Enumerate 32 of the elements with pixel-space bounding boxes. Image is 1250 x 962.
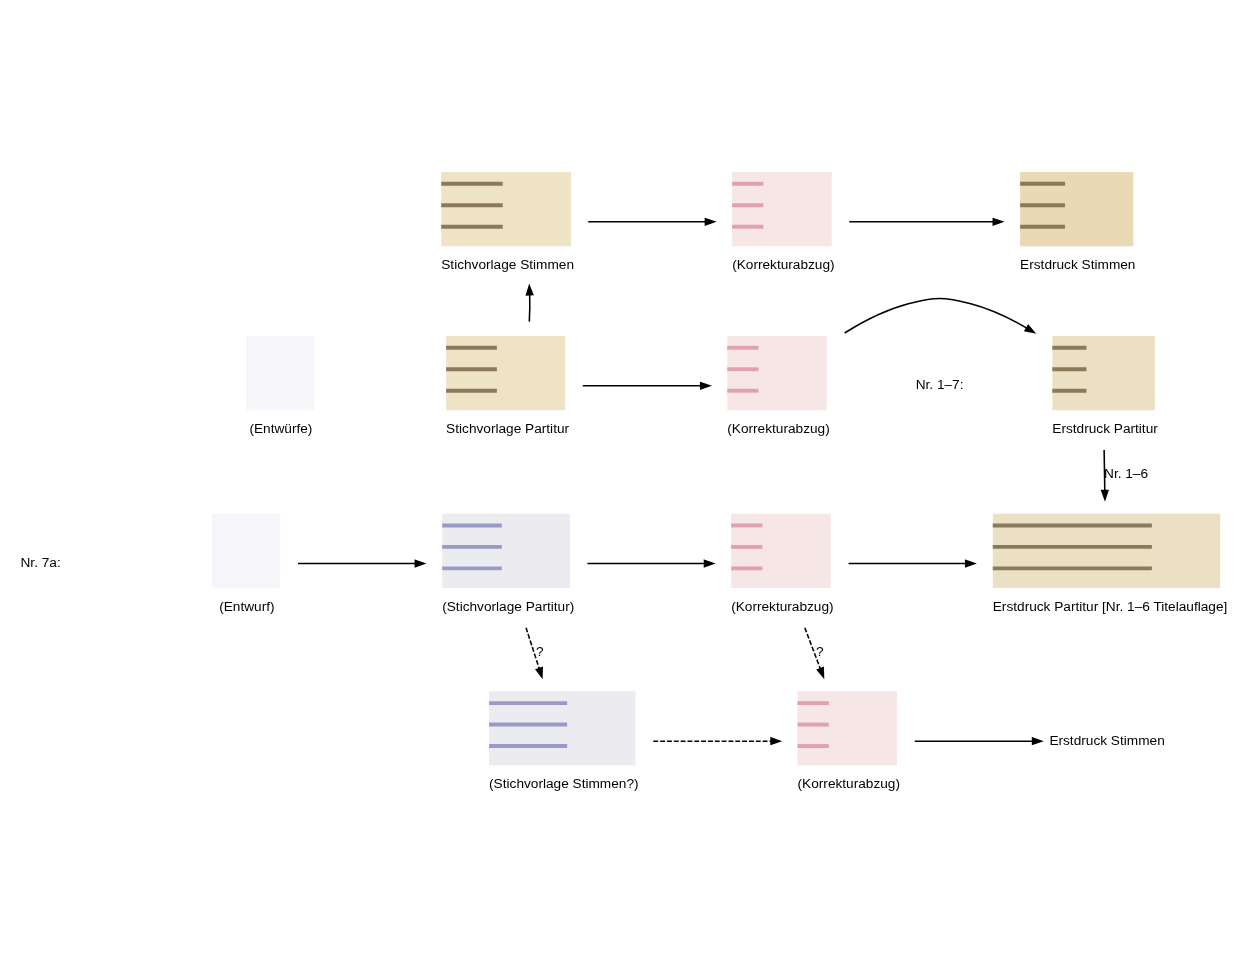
label: Nr. 7a: (20, 554, 61, 570)
node-label: (Korrekturabzug) (727, 420, 830, 436)
node-label: (Korrekturabzug) (731, 598, 834, 614)
node-label: Stichvorlage Stimmen (441, 256, 575, 272)
node-label: (Korrekturabzug) (797, 775, 900, 791)
arrow (914, 736, 1044, 745)
arrow (582, 381, 712, 390)
label: Nr. 1–7: (915, 376, 964, 392)
arrow (1100, 448, 1109, 502)
node-text: Erstdruck Stimmen (1049, 732, 1165, 748)
node-label: (Korrekturabzug) (732, 256, 835, 272)
arrow (587, 217, 717, 226)
arrow (804, 626, 825, 679)
node-label: Erstdruck Partitur [Nr. 1–6 Titelauflage] (992, 598, 1228, 614)
arrow (525, 626, 543, 679)
edge-label: ? (816, 643, 824, 659)
node-label: Erstdruck Partitur (1052, 420, 1158, 436)
arrow (848, 217, 1005, 226)
arrow (652, 736, 783, 745)
edge-label: ? (535, 643, 544, 659)
arrow (297, 558, 427, 568)
arrow (586, 558, 716, 568)
node-label: (Entwürfe) (249, 420, 313, 436)
node-label: (Stichvorlage Partitur) (442, 598, 575, 614)
node-label: Stichvorlage Partitur (446, 420, 570, 436)
edge-label: Nr. 1–6 (1104, 465, 1149, 481)
arrow (843, 297, 1037, 334)
arrow (847, 558, 977, 568)
node-label: Erstdruck Stimmen (1020, 256, 1136, 272)
node-label: (Stichvorlage Stimmen?) (489, 775, 639, 791)
node-label: (Entwurf) (219, 598, 275, 614)
arrow (525, 283, 534, 322)
